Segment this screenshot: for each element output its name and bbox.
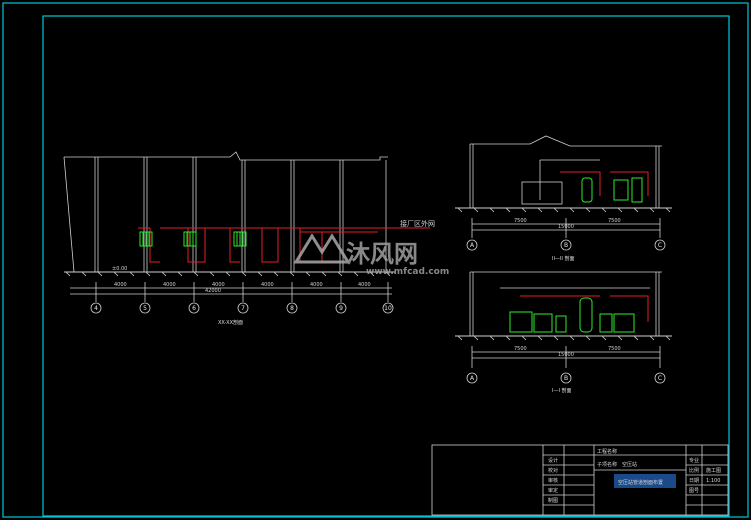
svg-text:审定: 审定 [548, 487, 558, 494]
grid-bubble-4: 4 [90, 302, 102, 314]
grid-bubble-8: 8 [286, 302, 298, 314]
air-pipe-main [138, 227, 430, 263]
svg-text:1:100: 1:100 [706, 478, 720, 484]
svg-text:制图: 制图 [548, 497, 558, 504]
svg-text:8: 8 [290, 305, 294, 312]
svg-text:4000: 4000 [212, 282, 225, 288]
title-block [431, 444, 729, 516]
plan-caption: XX-XX剖面 [218, 319, 243, 326]
grid-bubble-5: 5 [139, 302, 151, 314]
plan-grid-bubbles: 4 5 6 7 8 9 10 [90, 302, 394, 314]
svg-text:4000: 4000 [114, 282, 127, 288]
svg-text:7: 7 [241, 305, 245, 312]
grid-bubble-B: B [560, 239, 572, 251]
svg-text:7500: 7500 [514, 218, 527, 224]
grid-bubble-A2: A [466, 372, 478, 384]
inner-frame [42, 15, 730, 517]
watermark-logo-icon [293, 233, 351, 264]
plan-total-dim: 42000 [205, 288, 221, 294]
section-upper-equipment [581, 177, 643, 203]
grid-bubble-10: 10 [382, 302, 394, 314]
svg-text:B: B [564, 375, 568, 382]
equipment-symbols [139, 231, 247, 247]
grid-bubble-A: A [466, 239, 478, 251]
svg-text:图号: 图号 [689, 488, 699, 494]
title-block-text: 工程名称 子项名称 空压站 空压站管道剖面布置 设计 校对 审核 审定 制图 专… [548, 448, 721, 504]
svg-text:设计: 设计 [548, 457, 558, 464]
level-label: ±0.00 [112, 266, 127, 272]
svg-text:子项名称: 子项名称 [597, 461, 617, 468]
grid-bubble-C2: C [654, 372, 666, 384]
svg-text:7500: 7500 [608, 218, 621, 224]
svg-text:日期: 日期 [689, 478, 699, 484]
plan-bay-dims: 4000 4000 4000 4000 4000 4000 [114, 282, 371, 288]
grid-bubble-7: 7 [237, 302, 249, 314]
svg-text:4000: 4000 [163, 282, 176, 288]
svg-text:4000: 4000 [261, 282, 274, 288]
section-upper-grid-bubbles: A B C [466, 239, 666, 251]
section-lower-dims: 7500 7500 15000 [514, 346, 621, 358]
svg-text:4000: 4000 [358, 282, 371, 288]
section-lower-pipe [520, 295, 649, 322]
section-upper-dims: 7500 7500 15000 [514, 218, 621, 230]
section-upper [455, 135, 672, 238]
svg-text:7500: 7500 [608, 346, 621, 352]
grid-bubble-B2: B [560, 372, 572, 384]
grid-bubble-C: C [654, 239, 666, 251]
section-upper-pipe [560, 171, 649, 196]
svg-text:A: A [470, 375, 475, 382]
svg-text:C: C [658, 375, 662, 382]
svg-text:6: 6 [192, 305, 196, 312]
svg-text:4: 4 [94, 305, 98, 312]
section-lower-caption: I—I 剖面 [552, 387, 572, 394]
svg-text:15000: 15000 [558, 352, 574, 358]
pipe-destination-label: 接厂区外网 [400, 219, 435, 228]
svg-text:比例: 比例 [689, 467, 699, 474]
svg-text:审核: 审核 [548, 477, 558, 484]
svg-text:C: C [658, 242, 662, 249]
section-upper-caption: II—II 剖面 [552, 255, 575, 262]
section-lower-equipment [509, 297, 635, 333]
svg-text:7500: 7500 [514, 346, 527, 352]
svg-text:5: 5 [143, 305, 147, 312]
svg-text:15000: 15000 [558, 224, 574, 230]
long-section [63, 151, 395, 302]
svg-text:校对: 校对 [548, 467, 558, 474]
watermark: 沐风网 www.mfcad.com [293, 233, 449, 277]
svg-text:沐风网: 沐风网 [346, 240, 418, 268]
section-lower-grid-bubbles: A B C [466, 372, 666, 384]
project-name: 空压站 [622, 461, 637, 468]
svg-text:施工图: 施工图 [706, 467, 721, 474]
svg-text:B: B [564, 242, 568, 249]
svg-text:4000: 4000 [310, 282, 323, 288]
svg-text:9: 9 [339, 305, 343, 312]
svg-text:A: A [470, 242, 475, 249]
grid-bubble-6: 6 [188, 302, 200, 314]
drawing-name: 空压站管道剖面布置 [618, 479, 663, 486]
section-lower [455, 271, 672, 368]
svg-text:www.mfcad.com: www.mfcad.com [366, 267, 449, 277]
svg-text:专业: 专业 [689, 457, 699, 464]
svg-text:工程名称: 工程名称 [597, 448, 617, 455]
grid-bubble-9: 9 [335, 302, 347, 314]
svg-text:10: 10 [384, 305, 392, 312]
